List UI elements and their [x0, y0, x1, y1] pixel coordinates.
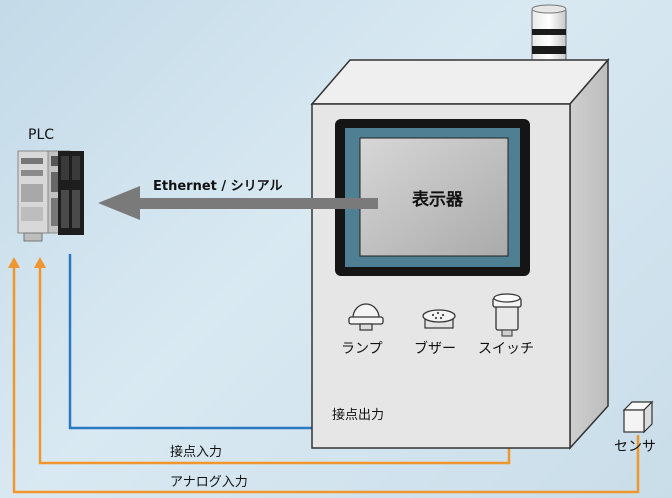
lamp-label: ランプ — [341, 341, 383, 357]
buzzer-label: ブザー — [414, 341, 456, 357]
sensor-label: センサ — [614, 439, 656, 455]
contact-input-label: 接点入力 — [170, 445, 223, 460]
display-unit — [335, 119, 530, 276]
sensor-icon — [622, 400, 654, 434]
switch-icon — [492, 293, 522, 337]
switch-label: スイッチ — [478, 341, 534, 357]
analog-input-line — [8, 257, 640, 494]
plc-label: PLC — [28, 127, 55, 143]
plc-icon — [17, 150, 84, 242]
analog-input-label: アナログ入力 — [170, 475, 248, 490]
lamp-icon — [348, 303, 384, 331]
contact-output-label: 接点出力 — [332, 408, 385, 423]
ethernet-serial-label: Ethernet / シリアル — [153, 179, 283, 194]
buzzer-icon — [422, 309, 456, 329]
display-label: 表示器 — [412, 190, 463, 210]
ethernet-arrow — [98, 186, 378, 220]
